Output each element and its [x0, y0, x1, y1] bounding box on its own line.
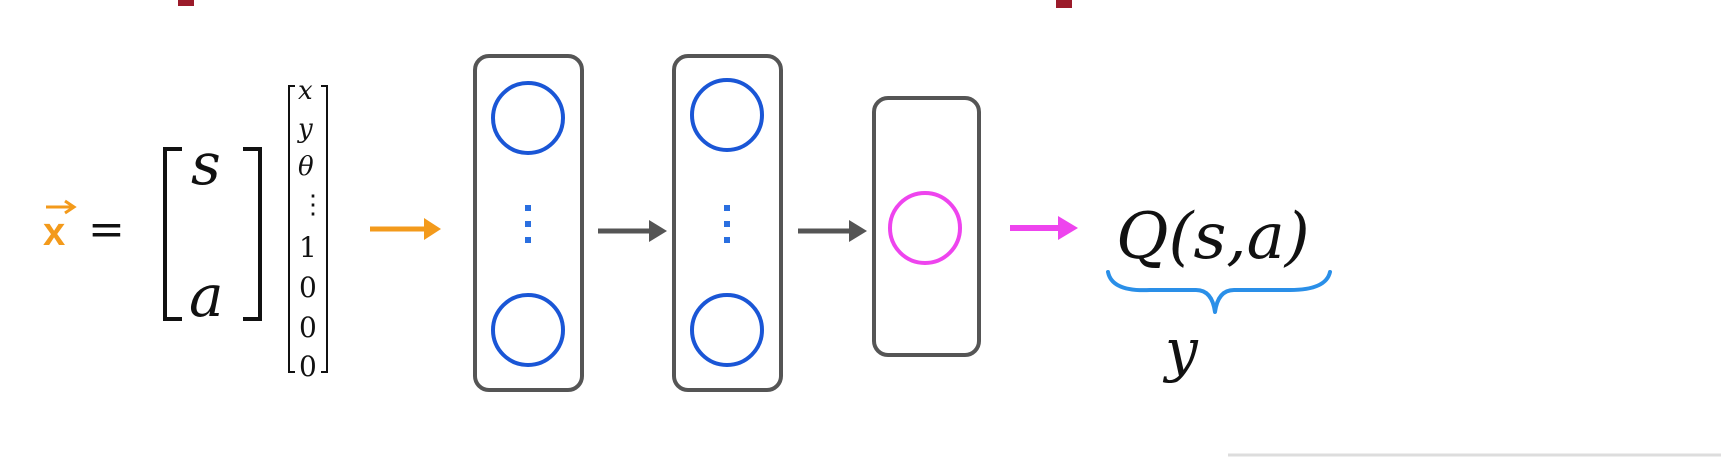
layer-arrow-2 [798, 220, 867, 242]
hidden-layer-2 [672, 54, 783, 392]
ellipsis-dot [525, 205, 531, 211]
state-vector-entry: y [297, 114, 313, 144]
state-vector-entry: 0 [299, 271, 317, 304]
state-vector-entry: ⋮ [300, 190, 326, 220]
state-vector-entry: 0 [299, 350, 317, 383]
x-symbol: x [43, 210, 65, 254]
cropped-title-fragment [178, 0, 1072, 8]
layer-box [872, 96, 981, 357]
action-symbol: a [189, 262, 224, 330]
ellipsis-dot [525, 237, 531, 243]
state-vector-left-bracket [288, 85, 295, 373]
output-arrow [1010, 216, 1078, 240]
hidden-layer-1 [473, 54, 584, 392]
layer-box [672, 54, 783, 392]
right-bracket [243, 147, 262, 321]
state-vector-entry: θ [298, 152, 314, 182]
ellipsis-dot [724, 221, 730, 227]
output-layer [872, 96, 981, 357]
equals-sign: = [88, 204, 125, 255]
state-vector-right-bracket [321, 85, 328, 373]
state-vector: x y θ ⋮ 1 0 0 0 [288, 76, 328, 383]
input-arrow [370, 218, 441, 240]
neuron [690, 78, 764, 152]
state-symbol: s [191, 130, 221, 198]
neuron [491, 293, 565, 367]
underbrace [1106, 270, 1332, 314]
neuron [491, 81, 565, 155]
layer-box [473, 54, 584, 392]
ellipsis-dot [525, 221, 531, 227]
output-neuron [888, 191, 962, 265]
state-vector-entry: x [298, 76, 313, 106]
target-label: y [1162, 316, 1199, 384]
left-bracket [163, 147, 182, 321]
input-vector-symbol: x [43, 199, 77, 254]
ellipsis-dot [724, 205, 730, 211]
state-vector-entry: 0 [299, 311, 317, 344]
q-value-label: Q(s,a) [1116, 200, 1310, 274]
ellipsis-dot [724, 237, 730, 243]
neuron [690, 293, 764, 367]
state-vector-entry: 1 [299, 231, 317, 264]
layer-arrow-1 [598, 220, 667, 242]
input-matrix: s a [163, 130, 262, 330]
